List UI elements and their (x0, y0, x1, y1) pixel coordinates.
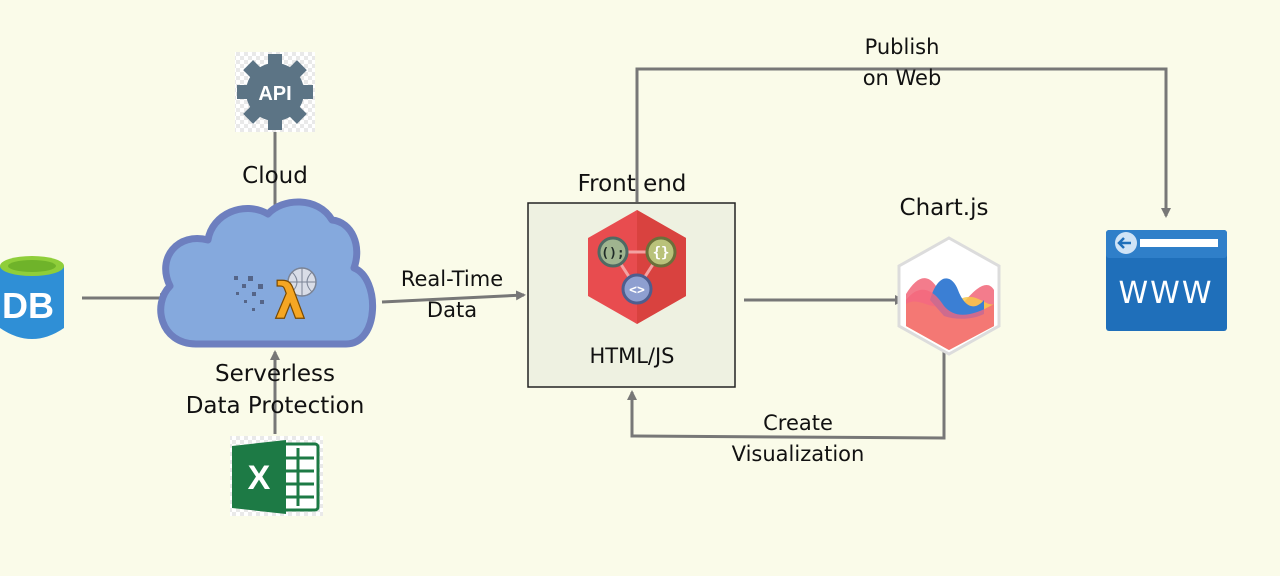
web-browser-icon: WWW (1106, 230, 1227, 331)
chartjs-icon (897, 236, 1001, 356)
db-icon-text: DB (2, 285, 54, 326)
api-gear-icon: API (235, 52, 315, 132)
lambda-icon: λ (274, 272, 306, 330)
database-icon: DB (0, 256, 64, 339)
excel-icon-text: X (248, 459, 271, 497)
serverless-label-line1: Serverless (215, 361, 335, 387)
publish-label-line2: on Web (862, 66, 942, 90)
arrow-realtime-data (381, 290, 526, 304)
chartjs-label: Chart.js (899, 195, 989, 221)
serverless-label: Serverless Data Protection (140, 358, 410, 422)
realtime-data-label-line1: Real-Time (400, 267, 504, 291)
create-label-line2: Visualization (731, 442, 865, 466)
serverless-cloud-icon: λ (157, 198, 376, 348)
html-js-label: HTML/JS (589, 344, 675, 368)
code-fn-icon: (); (601, 246, 624, 261)
front-end-label: Front end (577, 171, 687, 197)
create-visualization-label: Create Visualization (698, 408, 898, 470)
realtime-data-label: Real-Time Data (382, 264, 522, 326)
connectors (82, 67, 1171, 440)
api-icon-text: API (258, 83, 291, 105)
html-js-hex-icon: (); {} <> (588, 210, 686, 324)
address-bar (1140, 239, 1218, 247)
www-icon-text: WWW (1119, 276, 1214, 311)
code-tag-icon: <> (629, 283, 645, 298)
json-obj-icon: {} (653, 245, 670, 261)
globe-icon (287, 267, 317, 297)
serverless-label-line2: Data Protection (185, 393, 365, 419)
arrow-create-visualization (627, 352, 946, 440)
arrow-publish-on-web (635, 67, 1171, 218)
publish-on-web-label: Publish on Web (822, 32, 982, 94)
cloud-label: Cloud (242, 163, 308, 189)
create-label-line1: Create (763, 411, 833, 435)
publish-label-line1: Publish (864, 35, 940, 59)
excel-icon: X (230, 436, 323, 516)
realtime-data-label-line2: Data (426, 298, 478, 322)
